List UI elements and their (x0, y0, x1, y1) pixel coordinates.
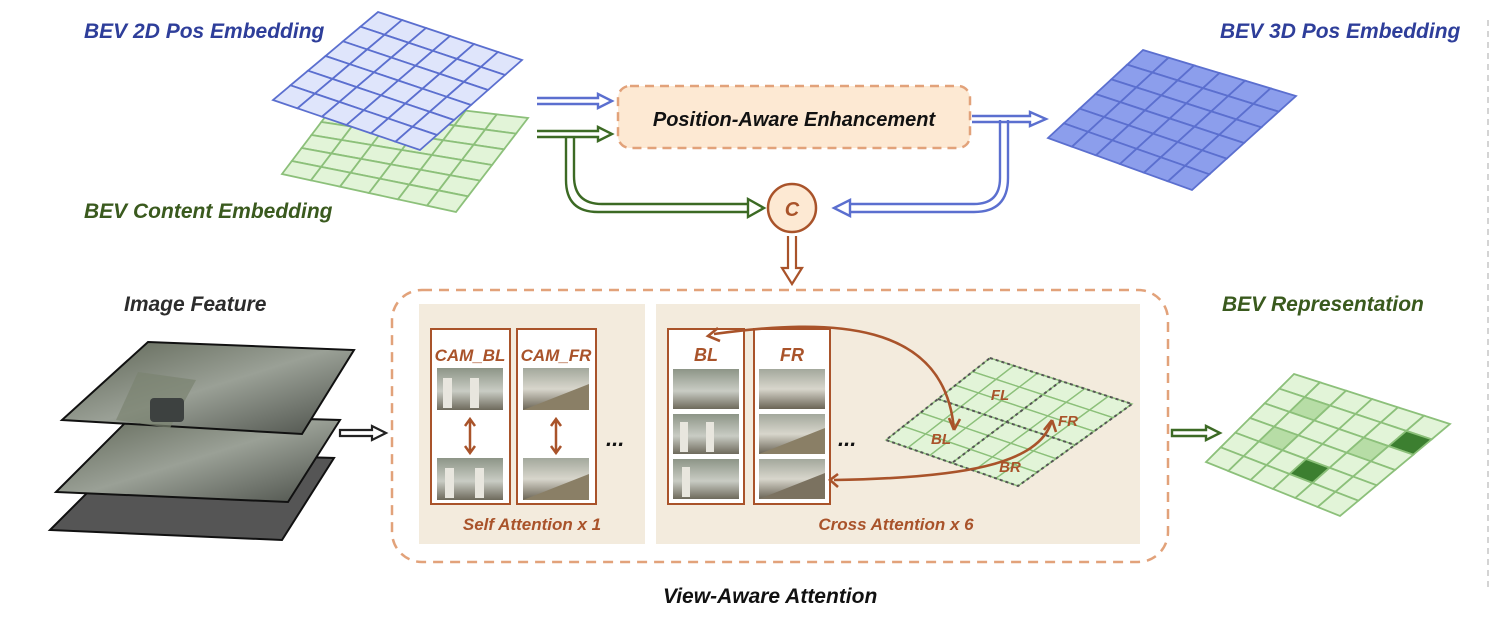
bev-representation-grid (1204, 372, 1452, 518)
cam-bl-label: CAM_BL (435, 346, 506, 365)
green-arrow-content-to-concat (564, 137, 767, 220)
bev-3d-pos-grid (1046, 48, 1298, 192)
fr-column-label: FR (780, 345, 804, 365)
bev-3d-pos-label: BEV 3D Pos Embedding (1220, 20, 1461, 43)
orange-arrow-concat-down (780, 236, 804, 287)
grid-cell (393, 125, 439, 152)
view-aware-attention-label: View-Aware Attention (663, 585, 877, 608)
position-aware-enhancement-label: Position-Aware Enhancement (653, 109, 937, 131)
cross-attention-bev-grid (883, 356, 1135, 488)
cross-attn-curve-fr (833, 419, 1054, 482)
view-aware-attention-container (390, 288, 1170, 564)
concat-node: C (766, 182, 818, 234)
cross-attn-curve-bl (713, 325, 956, 431)
cross-attention-panel: BL FR ... FL FR BL BR Cross Attention x … (656, 304, 1140, 544)
bev-2d-pos-label: BEV 2D Pos Embedding (84, 20, 325, 43)
bl-column-label: BL (694, 345, 718, 365)
self-attention-panel: CAM_BL CAM_FR ... Self Attention x 1 (419, 304, 645, 544)
image-feature-stack (47, 340, 356, 542)
grid-label-fl: FL (991, 387, 1009, 404)
grid-label-br: BR (999, 459, 1021, 476)
blue-arrow-pae-to-concat (831, 120, 1010, 218)
cross-attn-ellipsis: ... (838, 426, 856, 451)
bl-image-1 (673, 369, 739, 409)
image-to-attention-arrow (338, 424, 389, 442)
cross-attention-label: Cross Attention x 6 (818, 515, 974, 534)
blue-arrow-to-pae (537, 92, 615, 110)
position-aware-enhancement-box: Position-Aware Enhancement (616, 84, 972, 150)
bev-content-label: BEV Content Embedding (84, 200, 333, 223)
grid-label-fr: FR (1058, 413, 1078, 430)
self-attn-ellipsis: ... (606, 426, 624, 451)
cam-fr-label: CAM_FR (521, 346, 593, 365)
concat-label: C (785, 199, 800, 221)
blue-arrow-pae-to-3d (972, 110, 1049, 128)
attention-to-bev-arrow (1170, 424, 1223, 442)
fr-image-1 (759, 369, 825, 409)
grid-cell (425, 189, 470, 214)
green-arrow-to-pae (537, 125, 615, 143)
self-attn-double-arrow-1 (463, 416, 477, 456)
bev-2d-pos-grid (271, 10, 524, 152)
grid-cell (1166, 164, 1212, 192)
self-attn-double-arrow-2 (549, 416, 563, 456)
grid-border (883, 356, 1135, 488)
bev-representation-label: BEV Representation (1222, 293, 1424, 316)
image-feature-label: Image Feature (124, 293, 267, 316)
grid-label-bl: BL (931, 431, 951, 448)
grid-cell (1315, 490, 1361, 518)
self-attention-label: Self Attention x 1 (463, 515, 601, 534)
grid-region-divider (937, 398, 1076, 446)
